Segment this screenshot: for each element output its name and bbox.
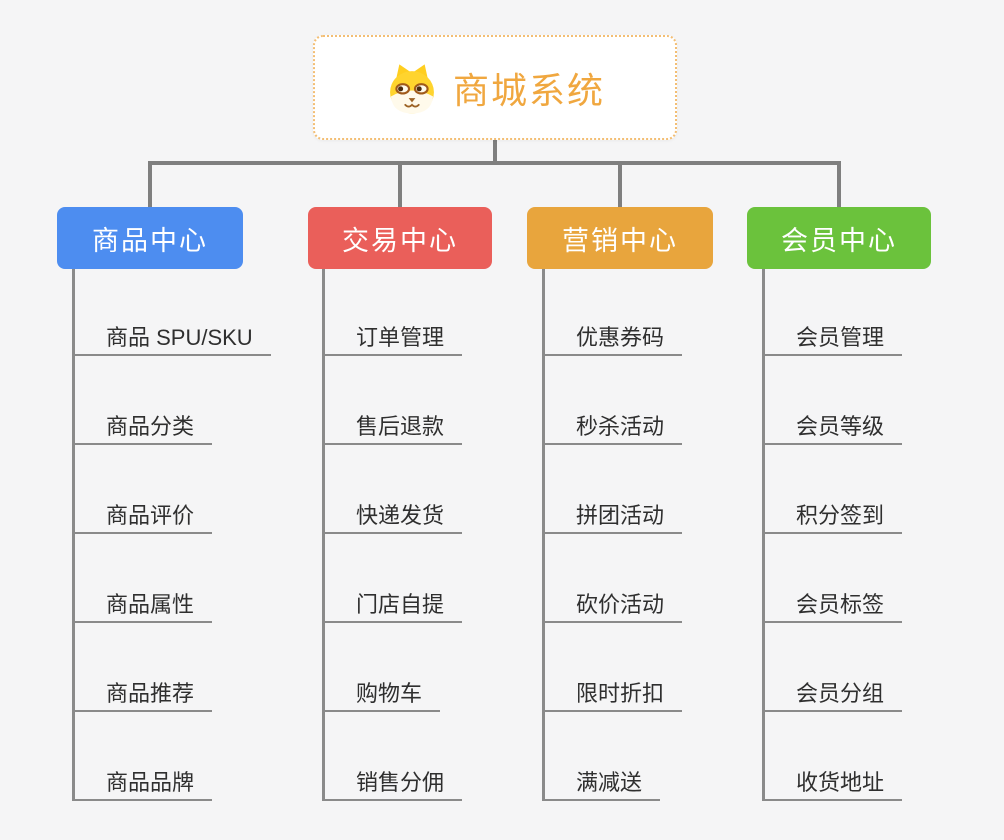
root-title: 商城系统 [452, 69, 605, 111]
child-node[interactable]: 限时折扣 [542, 674, 683, 712]
child-node[interactable]: 收货地址 [762, 763, 903, 801]
child-node[interactable]: 商品分类 [72, 407, 213, 445]
child-node[interactable]: 会员标签 [762, 585, 903, 623]
column-spine [762, 269, 765, 801]
child-node[interactable]: 订单管理 [322, 318, 463, 356]
child-node[interactable]: 商品评价 [72, 496, 213, 534]
child-node[interactable]: 商品 SPU/SKU [72, 318, 271, 356]
branch-product-center[interactable]: 商品中心 [57, 207, 243, 269]
child-node[interactable]: 销售分佣 [322, 763, 463, 801]
branch-rail-connector [148, 161, 841, 165]
branch-drop-connector [618, 161, 622, 207]
branch-member-center[interactable]: 会员中心 [747, 207, 931, 269]
branch-trade-center[interactable]: 交易中心 [308, 207, 492, 269]
branch-drop-connector [148, 161, 152, 207]
child-node[interactable]: 会员管理 [762, 318, 903, 356]
child-node[interactable]: 优惠券码 [542, 318, 683, 356]
column-spine [322, 269, 325, 801]
root-node[interactable]: 商城系统 [313, 35, 677, 140]
root-trunk-connector [493, 139, 497, 165]
child-node[interactable]: 售后退款 [322, 407, 463, 445]
shiba-dog-icon [385, 60, 439, 116]
child-node[interactable]: 商品推荐 [72, 674, 213, 712]
child-node[interactable]: 拼团活动 [542, 496, 683, 534]
child-node[interactable]: 门店自提 [322, 585, 463, 623]
child-node[interactable]: 商品属性 [72, 585, 213, 623]
column-spine [72, 269, 75, 801]
child-node[interactable]: 会员等级 [762, 407, 903, 445]
child-node[interactable]: 快递发货 [322, 496, 463, 534]
branch-drop-connector [398, 161, 402, 207]
child-node[interactable]: 秒杀活动 [542, 407, 683, 445]
child-node[interactable]: 积分签到 [762, 496, 903, 534]
child-node[interactable]: 购物车 [322, 674, 441, 712]
branch-drop-connector [837, 161, 841, 207]
column-spine [542, 269, 545, 801]
child-node[interactable]: 会员分组 [762, 674, 903, 712]
branch-marketing-center[interactable]: 营销中心 [527, 207, 713, 269]
child-node[interactable]: 砍价活动 [542, 585, 683, 623]
child-node[interactable]: 满减送 [542, 763, 661, 801]
child-node[interactable]: 商品品牌 [72, 763, 213, 801]
